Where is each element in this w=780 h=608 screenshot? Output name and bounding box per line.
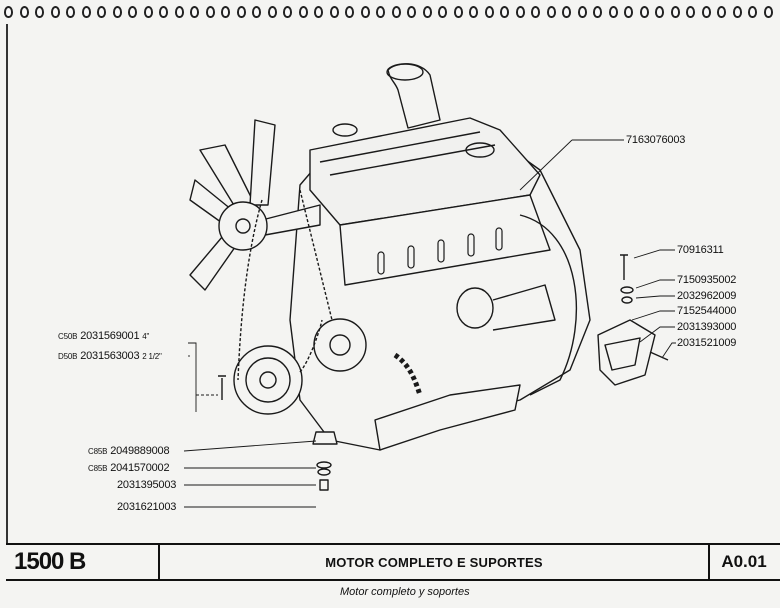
- binding-ring: [407, 6, 416, 18]
- part-callout: 7163076003: [626, 134, 686, 146]
- part-callout: 2031621003: [117, 501, 177, 513]
- binding-ring: [484, 6, 494, 18]
- mount-bolt: [620, 254, 628, 280]
- binding-ring: [50, 6, 60, 18]
- binding-ring: [624, 6, 633, 18]
- binding-ring: [546, 6, 556, 18]
- binding-ring: [531, 6, 540, 18]
- fan-belt: [237, 189, 333, 381]
- binding-ring: [686, 6, 695, 18]
- fan: [189, 119, 321, 291]
- page-reference: A0.01: [721, 552, 767, 571]
- leader-line: [519, 139, 573, 191]
- binding-ring: [190, 6, 199, 18]
- page-subtitle: Motor completo y soportes: [340, 586, 470, 598]
- binding-ring: [298, 6, 308, 18]
- exhaust-hose: [393, 352, 423, 396]
- binding-ring: [360, 6, 370, 18]
- binding-ring: [4, 6, 13, 18]
- binding-ring: [438, 6, 447, 18]
- title-block: 1500 B MOTOR COMPLETO E SUPORTES A0.01: [6, 543, 780, 581]
- binding-ring: [763, 6, 773, 18]
- binding-ring: [670, 6, 680, 18]
- binding-ring: [732, 6, 742, 18]
- binding-ring: [143, 6, 153, 18]
- part-callout: 2032962009: [677, 290, 737, 302]
- part-callout: 2031521009: [677, 337, 737, 349]
- binding-ring: [174, 6, 184, 18]
- binding-ring: [252, 6, 261, 18]
- binding-ring: [81, 6, 91, 18]
- binding-ring: [717, 6, 726, 18]
- binding-ring: [267, 6, 277, 18]
- part-callout: 7150935002: [677, 274, 737, 286]
- binding-ring: [19, 6, 29, 18]
- binding-ring: [205, 6, 215, 18]
- binding-ring: [159, 6, 168, 18]
- binding-ring: [283, 6, 292, 18]
- oil-pan: [374, 384, 521, 451]
- model-label: 1500 B: [14, 548, 86, 575]
- page-title: MOTOR COMPLETO E SUPORTES: [158, 545, 710, 579]
- part-callout: 70916311: [677, 244, 724, 256]
- binding-ring: [345, 6, 354, 18]
- binding-ring: [422, 6, 432, 18]
- alternator: [313, 318, 367, 372]
- binding-ring: [639, 6, 649, 18]
- binding-ring: [577, 6, 587, 18]
- flywheel-housing: [519, 214, 577, 396]
- binding-ring: [593, 6, 602, 18]
- binding-ring: [314, 6, 323, 18]
- cylinder-head: [339, 194, 551, 286]
- binding-ring: [112, 6, 122, 18]
- binding-ring: [453, 6, 463, 18]
- binding-ring: [236, 6, 246, 18]
- intake-pipe: [387, 63, 441, 129]
- binding-ring: [608, 6, 618, 18]
- crank-pulley: [233, 345, 303, 415]
- binding-ring: [515, 6, 525, 18]
- lower-mount: [312, 431, 338, 445]
- binding-ring: [391, 6, 401, 18]
- valve-cover: [309, 117, 541, 226]
- binding-ring: [469, 6, 478, 18]
- binding-ring: [66, 6, 75, 18]
- starter-motor: [456, 287, 494, 329]
- binding-ring: [748, 6, 757, 18]
- spiral-binding: [0, 0, 780, 22]
- binding-ring: [655, 6, 664, 18]
- page-frame: [6, 24, 8, 544]
- part-callout: 2031393000: [677, 321, 737, 333]
- engine-mount-bracket: [597, 319, 656, 386]
- binding-ring: [376, 6, 385, 18]
- binding-ring: [562, 6, 571, 18]
- binding-ring: [500, 6, 509, 18]
- binding-ring: [329, 6, 339, 18]
- binding-ring: [35, 6, 44, 18]
- binding-ring: [221, 6, 230, 18]
- part-callout: 7152544000: [677, 305, 737, 317]
- part-callout: 2031395003: [117, 479, 177, 491]
- binding-ring: [128, 6, 137, 18]
- binding-ring: [97, 6, 106, 18]
- binding-ring: [701, 6, 711, 18]
